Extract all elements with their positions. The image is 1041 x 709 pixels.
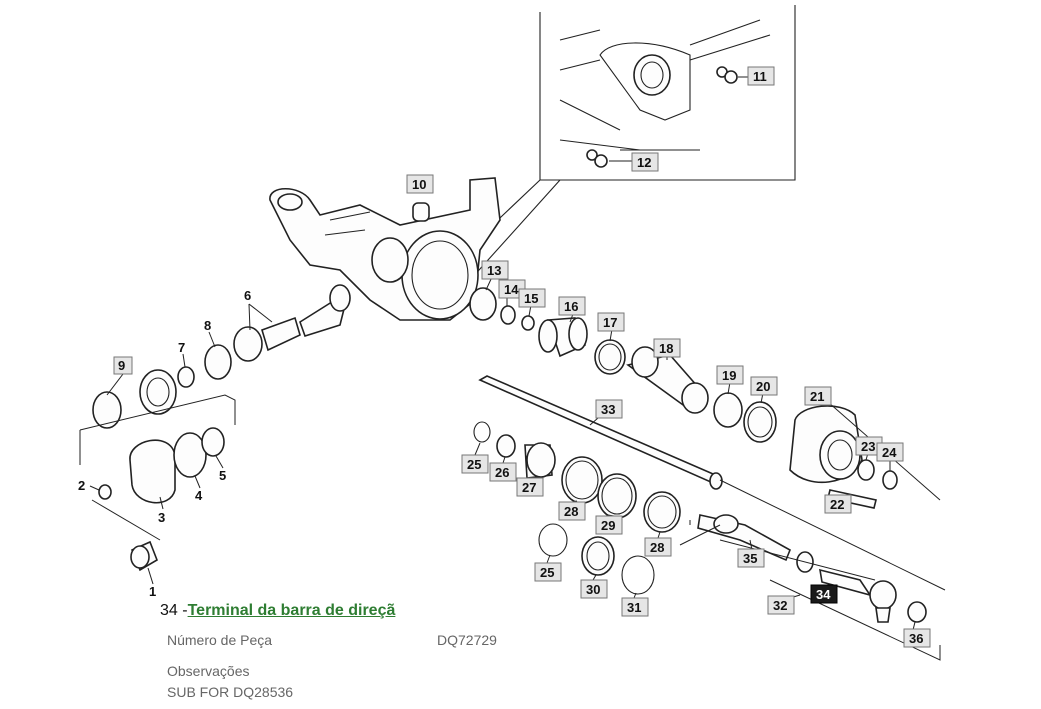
notes-value: SUB FOR DQ28536 [167,684,294,700]
callout-34-highlight [810,584,838,604]
callout-10: 10 [412,177,426,192]
part-title: 34 -Terminal da barra de direçã [160,602,395,620]
callout-23: 23 [861,439,875,454]
callout-25-upper: 25 [467,457,481,472]
callout-1: 1 [149,584,156,599]
callout-36: 36 [909,631,923,646]
callout-34: 34 [816,587,831,602]
callout-22: 22 [830,497,844,512]
part-number-value: DQ72729 [437,632,497,648]
callout-27: 27 [522,480,536,495]
callout-labels: 1 2 3 4 5 6 7 8 9 10 11 12 13 14 15 16 1… [78,66,931,648]
callout-33: 33 [601,402,615,417]
callout-18: 18 [659,341,673,356]
callout-24: 24 [882,445,897,460]
callout-9: 9 [118,358,125,373]
callout-32: 32 [773,598,787,613]
callout-19: 19 [722,368,736,383]
left-parts [79,284,351,585]
callout-3: 3 [158,510,165,525]
callout-30: 30 [586,582,600,597]
callout-35: 35 [743,551,757,566]
callout-29: 29 [601,518,615,533]
callout-20: 20 [756,379,770,394]
callout-11: 11 [753,69,767,84]
callout-5: 5 [219,468,226,483]
inset-detail [444,5,796,281]
callout-25-lower: 25 [540,565,554,580]
part-number-label: Número de Peça [167,632,273,648]
right-parts [469,276,941,509]
callout-31: 31 [627,600,641,615]
callout-21: 21 [810,389,824,404]
callout-12: 12 [637,155,651,170]
callout-17: 17 [603,315,617,330]
part-number-prefix: 34 - [160,602,188,619]
callout-4: 4 [195,488,203,503]
callout-13: 13 [487,263,501,278]
callout-16: 16 [564,299,578,314]
callout-28-right: 28 [650,540,664,555]
callout-28-left: 28 [564,504,578,519]
callout-7: 7 [178,340,185,355]
notes-label: Observações [167,663,250,679]
part-name-link[interactable]: Terminal da barra de direçã [187,602,396,619]
axle-housing [269,177,501,321]
callout-8: 8 [204,318,211,333]
callout-2: 2 [78,478,85,493]
callout-26: 26 [495,465,509,480]
steering-rod-assembly [473,375,946,661]
callout-6: 6 [244,288,251,303]
callout-15: 15 [524,291,538,306]
callout-14: 14 [504,282,519,297]
